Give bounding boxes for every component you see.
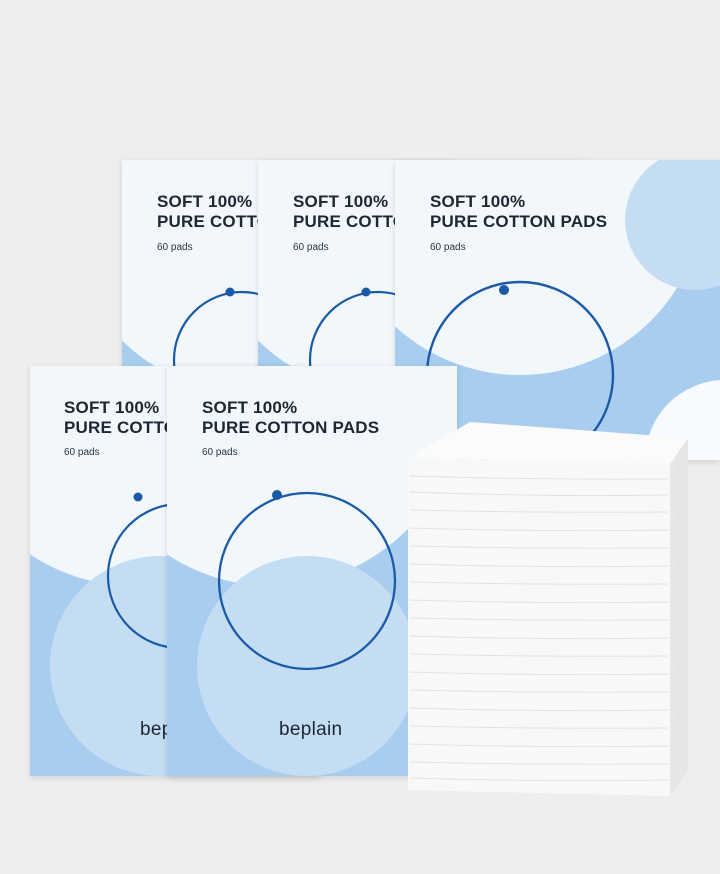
brand-logo: beplain — [279, 719, 343, 740]
box-artwork — [167, 366, 457, 776]
pad-count: 60 pads — [64, 447, 100, 458]
cotton-pad-stack — [408, 422, 688, 796]
product-title-line2: PURE COTTON PADS — [430, 212, 608, 231]
product-title-line2: PURE COTTON PADS — [202, 418, 380, 437]
pad-count: 60 pads — [430, 242, 466, 253]
pad-count: 60 pads — [202, 447, 238, 458]
product-title-line1: SOFT 100% — [64, 398, 160, 417]
box-artwork — [395, 160, 720, 460]
product-title-line1: SOFT 100% — [157, 192, 253, 211]
product-title-line1: SOFT 100% — [202, 398, 298, 417]
pad-count: 60 pads — [157, 242, 193, 253]
product-title-line1: SOFT 100% — [430, 192, 526, 211]
product-title-line1: SOFT 100% — [293, 192, 389, 211]
pad-count: 60 pads — [293, 242, 329, 253]
